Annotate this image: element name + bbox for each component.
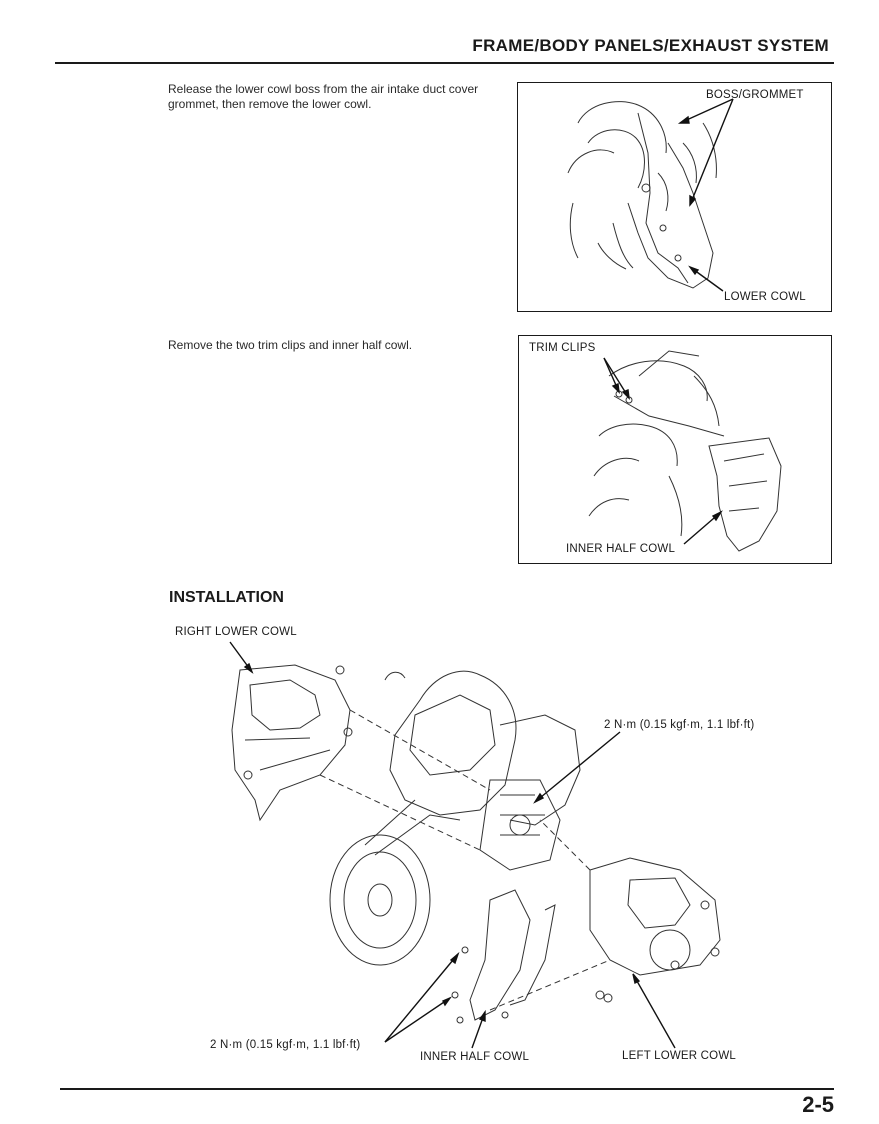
installation-figure: RIGHT LOWER COWL 2 N·m (0.15 kgf·m, 1.1 …: [160, 620, 800, 1070]
label-lower-cowl: LOWER COWL: [724, 291, 806, 303]
lower-cowl-illustration: [567, 98, 734, 292]
step-text-lower-cowl: Release the lower cowl boss from the air…: [168, 82, 479, 111]
label-torque-lower: 2 N·m (0.15 kgf·m, 1.1 lbf·ft): [210, 1039, 361, 1051]
label-right-lower-cowl: RIGHT LOWER COWL: [175, 626, 297, 638]
figure-lower-cowl-removal: BOSS/GROMMET LOWER COWL: [517, 82, 832, 312]
label-inner-half-cowl: INNER HALF COWL: [566, 543, 676, 555]
inner-half-cowl-illustration: [588, 350, 782, 552]
label-torque-upper: 2 N·m (0.15 kgf·m, 1.1 lbf·ft): [604, 719, 755, 731]
step-text-trim-clips: Remove the two trim clips and inner half…: [168, 338, 413, 352]
footer-rule: [60, 1088, 834, 1090]
header-rule: [55, 62, 834, 64]
label-left-lower-cowl: LEFT LOWER COWL: [622, 1050, 736, 1062]
label-boss-grommet: BOSS/GROMMET: [706, 89, 804, 101]
label-inner-half-cowl-install: INNER HALF COWL: [420, 1051, 530, 1063]
page-number: 2-5: [802, 1092, 834, 1117]
page-header-title: FRAME/BODY PANELS/EXHAUST SYSTEM: [472, 36, 829, 55]
installation-exploded-illustration: [229, 641, 721, 1049]
installation-heading: INSTALLATION: [169, 589, 284, 606]
figure-inner-half-cowl-removal: TRIM CLIPS INNER HALF COWL: [518, 335, 832, 564]
label-trim-clips: TRIM CLIPS: [529, 342, 596, 354]
